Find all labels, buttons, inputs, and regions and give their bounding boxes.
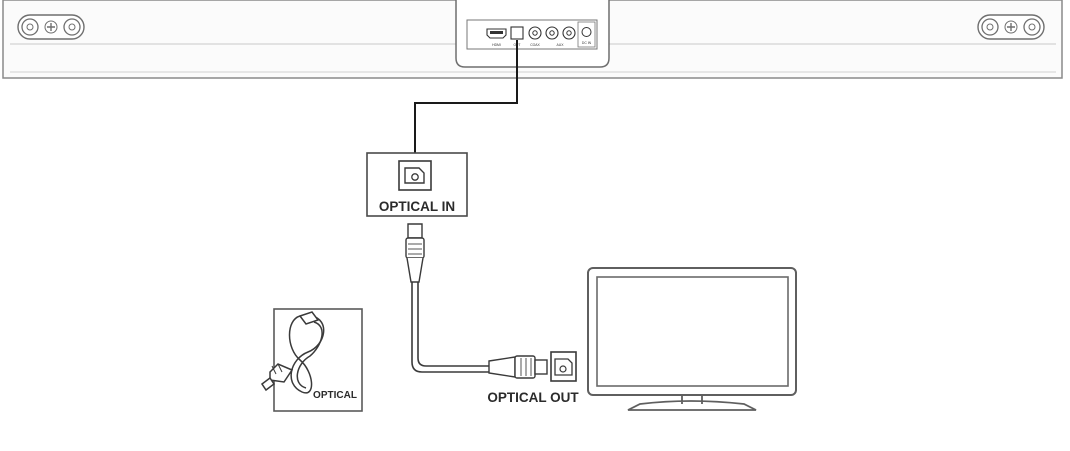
port-label-dc: DC IN: [582, 41, 592, 45]
port-label-hdmi: HDMI: [492, 43, 501, 47]
optical-cable-accessory: OPTICAL: [260, 308, 363, 412]
tv: [587, 267, 797, 411]
port-label-rca1: COAX: [530, 43, 540, 47]
coiled-cable-icon: [260, 311, 325, 394]
tv-screen: [596, 276, 789, 387]
optical-in-lead-wire: [414, 40, 518, 153]
soundbar: HDMI OPT COAX AUX DC IN: [2, 0, 1063, 79]
soundbar-port-panel: HDMI OPT COAX AUX DC IN: [455, 0, 610, 68]
dc-port-icon: [581, 27, 592, 37]
soundbar-optical-port-icon: [510, 26, 524, 40]
optical-cable-label: OPTICAL: [313, 390, 357, 401]
port-label-rca2: AUX: [557, 43, 565, 47]
tv-stand: [627, 395, 757, 411]
optical-cable-tv-plug: [488, 355, 548, 379]
optical-cable: [411, 282, 489, 373]
optical-in-callout: OPTICAL IN: [366, 152, 468, 217]
right-mounting-bracket: [977, 14, 1045, 40]
optical-out-label: OPTICAL OUT: [487, 390, 579, 405]
optical-in-label: OPTICAL IN: [379, 199, 455, 214]
optical-cable-top-plug: [405, 223, 425, 283]
left-mounting-bracket: [17, 14, 85, 40]
tv-optical-out-port: [550, 351, 577, 382]
